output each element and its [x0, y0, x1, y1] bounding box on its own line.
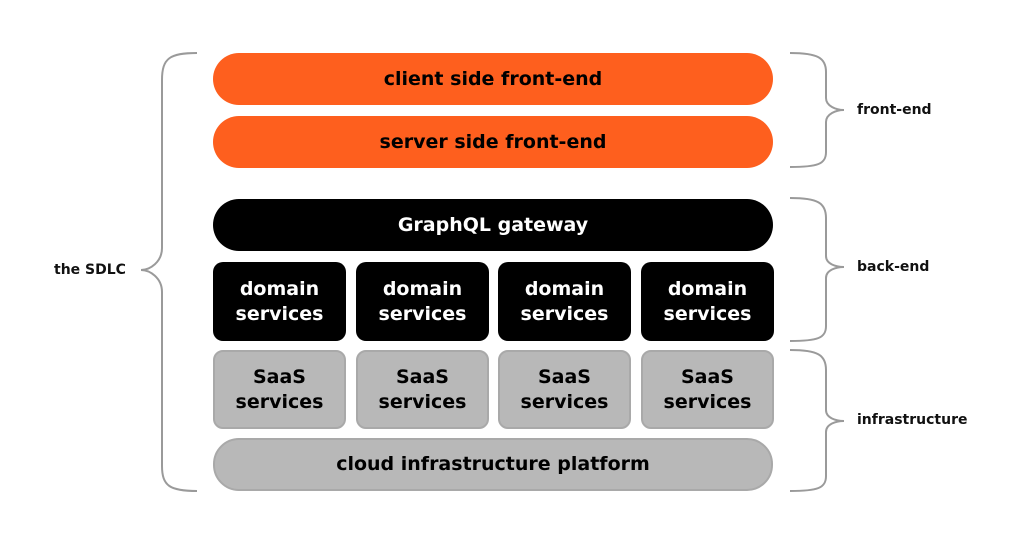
saas-services-tile: SaaS services — [213, 350, 346, 429]
infrastructure-group-label: infrastructure — [857, 412, 968, 428]
back-end-group-label: back-end — [857, 259, 930, 275]
cloud-infrastructure-platform-block: cloud infrastructure platform — [213, 438, 773, 491]
domain-services-tile: domain services — [498, 262, 631, 341]
server-side-front-end-label: server side front-end — [379, 130, 607, 153]
client-side-front-end-label: client side front-end — [383, 67, 603, 90]
client-side-front-end-block: client side front-end — [213, 53, 773, 105]
server-side-front-end-block: server side front-end — [213, 116, 773, 168]
saas-services-tile: SaaS services — [641, 350, 774, 429]
sdlc-group-label: the SDLC — [54, 262, 126, 278]
front-end-group-label: front-end — [857, 102, 932, 118]
domain-services-tile: domain services — [213, 262, 346, 341]
saas-services-label: SaaS services — [520, 365, 609, 413]
domain-services-label: domain services — [520, 277, 609, 325]
infrastructure-brace — [789, 349, 845, 492]
saas-services-tile: SaaS services — [498, 350, 631, 429]
saas-services-label: SaaS services — [663, 365, 752, 413]
domain-services-label: domain services — [663, 277, 752, 325]
saas-services-label: SaaS services — [378, 365, 467, 413]
domain-services-label: domain services — [235, 277, 324, 325]
saas-services-tile: SaaS services — [356, 350, 489, 429]
saas-services-label: SaaS services — [235, 365, 324, 413]
graphql-gateway-label: GraphQL gateway — [397, 213, 589, 236]
sdlc-brace — [140, 52, 198, 492]
back-end-brace — [789, 197, 845, 342]
domain-services-tile: domain services — [641, 262, 774, 341]
graphql-gateway-block: GraphQL gateway — [213, 199, 773, 251]
domain-services-tile: domain services — [356, 262, 489, 341]
domain-services-label: domain services — [378, 277, 467, 325]
cloud-infrastructure-platform-label: cloud infrastructure platform — [336, 453, 650, 475]
front-end-brace — [789, 52, 845, 168]
